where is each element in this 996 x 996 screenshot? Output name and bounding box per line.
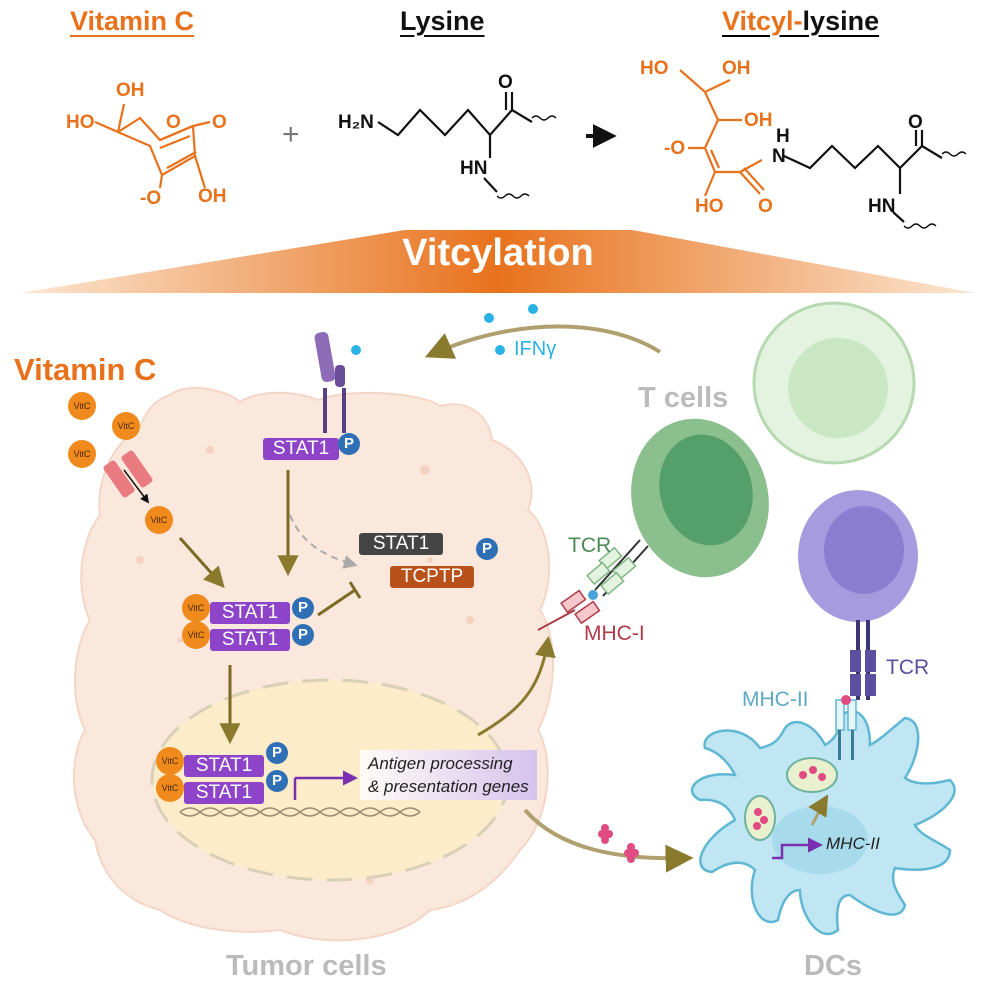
atom-o-minus: -O bbox=[140, 188, 162, 209]
stat1-dimer-top: STAT1 bbox=[210, 602, 290, 624]
vitcyl-part: Vitcyl- bbox=[722, 6, 803, 36]
dc-vesicles bbox=[744, 757, 838, 841]
antigen-line-2: & presentation genes bbox=[368, 777, 529, 796]
atom-o: O bbox=[212, 112, 227, 133]
phospho-p: P bbox=[338, 433, 360, 455]
tcr-label-cd4: TCR bbox=[886, 656, 930, 679]
tcr-label-cd8: TCR bbox=[568, 534, 612, 557]
antigen-line-1: Antigen processing bbox=[368, 754, 513, 773]
atom-oh: OH bbox=[116, 80, 145, 101]
vitc-molecule: VitC bbox=[68, 440, 96, 468]
mhc1-label: MHC-I bbox=[584, 622, 645, 645]
atom-ho: HO bbox=[640, 58, 669, 79]
atom-ho: HO bbox=[66, 112, 95, 133]
atom-h2n: H₂N bbox=[338, 112, 374, 133]
stat1-dimer-bottom: STAT1 bbox=[210, 629, 290, 651]
vitcylation-banner bbox=[20, 230, 976, 293]
mhc2-label: MHC-II bbox=[742, 688, 809, 711]
mhc2-complex bbox=[835, 695, 857, 760]
atom-ho: HO bbox=[695, 196, 724, 217]
vitc-transporter bbox=[103, 450, 153, 504]
atom-oh: OH bbox=[722, 58, 751, 79]
t-cells-label: T cells bbox=[638, 382, 729, 414]
antigen-genes-label: Antigen processing & presentation genes bbox=[360, 750, 537, 800]
ifn-gamma-dots bbox=[351, 304, 538, 355]
t-cell-cd8 bbox=[586, 418, 769, 597]
vitamin-c-heading: Vitamin C bbox=[70, 6, 195, 36]
dna-strand bbox=[179, 807, 421, 817]
atom-oh: OH bbox=[198, 186, 227, 207]
ifn-gamma-label: IFNγ bbox=[514, 338, 557, 360]
tumor-cells-label: Tumor cells bbox=[226, 950, 387, 982]
lysine-heading: Lysine bbox=[400, 6, 485, 36]
vitcyl-lysine-heading: Vitcyl-lysine bbox=[722, 6, 879, 37]
free-phospho-p: P bbox=[476, 538, 498, 560]
stat1-nuclear-bottom: STAT1 bbox=[184, 782, 264, 804]
plus-sign: + bbox=[282, 118, 300, 151]
antigen-particles bbox=[598, 824, 639, 863]
lysine-part: lysine bbox=[802, 6, 880, 36]
atom-h: H bbox=[776, 126, 790, 147]
ifn-arrow bbox=[424, 324, 662, 359]
vitc-molecule: VitC bbox=[182, 594, 210, 622]
stat1-receptor-box: STAT1 bbox=[263, 438, 339, 460]
phospho-p: P bbox=[292, 624, 314, 646]
t-cell-cd4 bbox=[798, 490, 918, 700]
stat1-nuclear-top: STAT1 bbox=[184, 755, 264, 777]
vitcylation-title: Vitcylation bbox=[402, 232, 594, 274]
lysine-structure bbox=[377, 92, 557, 199]
vitamin-c-structure bbox=[94, 103, 211, 189]
atom-o: O bbox=[166, 112, 181, 133]
vitc-molecule: VitC bbox=[156, 747, 184, 775]
atom-n: N bbox=[772, 146, 786, 167]
atom-oh: OH bbox=[744, 110, 773, 131]
phospho-p: P bbox=[266, 742, 288, 764]
atom-o: O bbox=[498, 72, 513, 93]
atom-hn: HN bbox=[460, 158, 488, 179]
antigen-to-dc-arrow bbox=[523, 808, 694, 873]
vitc-molecule: VitC bbox=[145, 506, 173, 534]
dc-internal-arrow bbox=[808, 794, 829, 826]
mhc2-gene-label: MHC-II bbox=[826, 834, 880, 853]
atom-hn: HN bbox=[868, 196, 896, 217]
vitc-molecule: VitC bbox=[112, 412, 140, 440]
mhc1-arrow bbox=[477, 635, 556, 737]
atom-o: O bbox=[758, 196, 773, 217]
stat1-dephosphorylated-box: STAT1 bbox=[359, 533, 443, 555]
dcs-label: DCs bbox=[804, 950, 863, 982]
ifn-receptor bbox=[314, 331, 346, 433]
atom-o: O bbox=[908, 112, 923, 133]
mhc1-complex bbox=[537, 589, 601, 631]
t-cell-top bbox=[752, 301, 916, 465]
pathway-arrows bbox=[178, 470, 362, 800]
mhc2-gene-arrow bbox=[772, 837, 823, 860]
vitc-molecule: VitC bbox=[156, 774, 184, 802]
phospho-p: P bbox=[292, 597, 314, 619]
atom-o-minus: -O bbox=[664, 138, 686, 159]
tcptp-box: TCPTP bbox=[390, 566, 474, 588]
vitc-molecule: VitC bbox=[68, 392, 96, 420]
dephosphorylation-arrow bbox=[289, 514, 358, 569]
vitc-molecule: VitC bbox=[182, 621, 210, 649]
vitamin-c-label: Vitamin C bbox=[14, 352, 157, 387]
phospho-p: P bbox=[266, 770, 288, 792]
vitcyl-lysine-structure bbox=[679, 69, 967, 229]
